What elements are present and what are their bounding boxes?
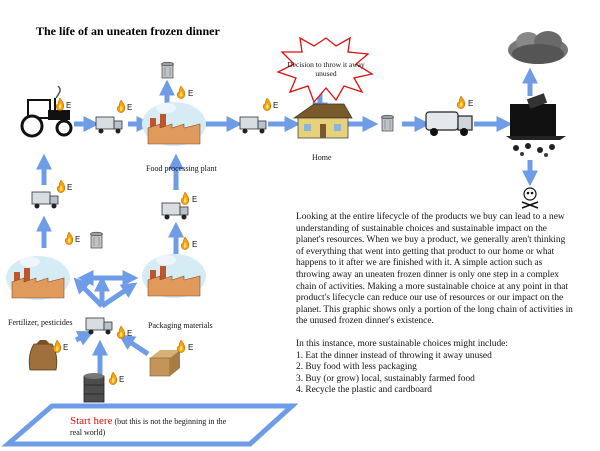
energy-label: E — [468, 99, 473, 108]
energy-flame-icon — [108, 371, 118, 385]
food-processing-plant-icon — [141, 101, 207, 147]
decision-burst — [276, 36, 374, 104]
energy-flame-icon — [116, 99, 126, 113]
energy-flame-icon — [55, 97, 65, 111]
energy-flame-icon — [176, 85, 186, 99]
fertilizer-label: Fertilizer, pesticides — [8, 318, 73, 327]
sack-icon — [28, 340, 58, 371]
energy-flame-icon — [262, 97, 272, 111]
energy-flame-icon — [64, 231, 74, 245]
truck-icon — [95, 116, 123, 134]
start-note: Start here (but this is not the beginnin… — [70, 416, 226, 438]
landfill-icon — [506, 93, 566, 157]
energy-label: E — [273, 101, 278, 110]
choices-list: 1. Eat the dinner instead of throwing it… — [296, 351, 574, 397]
tractor-icon — [20, 85, 73, 138]
truck-icon — [85, 317, 113, 335]
description-paragraph: Looking at the entire lifecycle of the p… — [296, 212, 573, 327]
energy-label: E — [75, 235, 80, 244]
truck-icon — [239, 116, 267, 134]
description-paragraph: In this instance, more sustainable choic… — [296, 338, 508, 349]
energy-label: E — [66, 101, 71, 110]
skull-icon — [521, 187, 539, 209]
start-note-text-2: real world) — [70, 428, 106, 437]
garbage-truck-icon — [425, 111, 473, 136]
arrow — [74, 331, 94, 346]
packaging-label: Packaging materials — [148, 321, 213, 330]
energy-flame-icon — [180, 191, 190, 205]
list-item: 4. Recycle the plastic and cardboard — [296, 385, 432, 396]
energy-label: E — [192, 195, 197, 204]
arrow — [100, 282, 138, 309]
arrow — [73, 277, 104, 308]
start-box — [1, 403, 299, 447]
pollution-cloud-icon — [508, 31, 568, 64]
truck-icon — [161, 202, 189, 220]
energy-flame-icon — [180, 236, 190, 250]
list-item: 2. Buy food with less packaging — [296, 362, 417, 373]
trash-can-icon — [90, 231, 103, 249]
decision-label: Decision to throw it away unused — [287, 60, 365, 78]
description: Looking at the entire lifecycle of the p… — [296, 212, 574, 397]
energy-flame-icon — [52, 339, 62, 353]
energy-label: E — [63, 343, 68, 352]
trash-can-icon — [381, 114, 394, 132]
energy-label: E — [188, 89, 193, 98]
trash-can-icon — [161, 61, 174, 79]
energy-label: E — [188, 343, 193, 352]
packaging-plant-icon — [141, 253, 207, 299]
page-title: The life of an uneaten frozen dinner — [36, 24, 220, 38]
cardboard-box-icon — [149, 350, 180, 377]
list-item: 3. Buy (or grow) local, sustainably farm… — [296, 373, 475, 384]
energy-label: E — [119, 375, 124, 384]
energy-label: E — [192, 240, 197, 249]
start-note-text: (but this is not the beginning in the — [112, 417, 227, 426]
energy-label: E — [127, 103, 132, 112]
home-label: Home — [312, 153, 332, 162]
truck-icon — [31, 191, 59, 209]
energy-label: E — [127, 329, 132, 338]
energy-flame-icon — [116, 325, 126, 339]
oil-barrel-icon — [83, 373, 105, 403]
list-item: 1. Eat the dinner instead of throwing it… — [296, 350, 492, 361]
energy-flame-icon — [56, 179, 66, 193]
home-icon — [292, 103, 353, 139]
fertilizer-plant-icon — [5, 255, 71, 301]
energy-flame-icon — [176, 339, 186, 353]
start-here-label: Start here — [70, 415, 113, 427]
arrow — [118, 334, 150, 357]
food-processing-label: Food processing plant — [146, 164, 217, 173]
energy-label: E — [67, 183, 72, 192]
energy-flame-icon — [456, 95, 466, 109]
